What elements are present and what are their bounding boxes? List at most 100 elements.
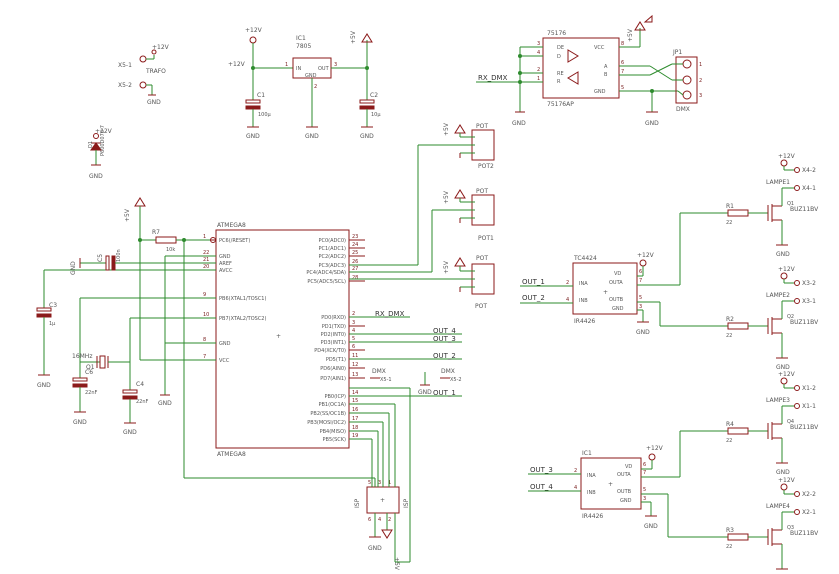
mcu-pin-label: GND [219, 254, 231, 260]
diode-part: P600D078-7 [100, 125, 106, 156]
c4-name: C4 [136, 381, 144, 388]
dmx-label-2: DMX [441, 368, 455, 375]
pot1-title: POT [476, 188, 488, 195]
supply-label: +5V [443, 260, 450, 274]
mcu-pin-label: VCC [219, 358, 230, 364]
supply-label: +5V [124, 208, 131, 222]
pin-label-vd: VD [625, 464, 632, 470]
gnd-label: GND [636, 329, 650, 336]
net-out2-driver: OUT_2 [522, 294, 545, 302]
r7-name: R7 [152, 229, 160, 236]
pin-number: 4 [537, 50, 540, 56]
mcu-left-pins: 1PC6(/RESET)22GND21AREF20AVCC9PB6(XTAL1/… [200, 234, 266, 364]
supply-label: +12V [778, 371, 796, 378]
dmx-label: DMX [372, 368, 386, 375]
pin-number: 2 [537, 67, 540, 73]
mcu-pin-label: PB4(MISO) [320, 429, 346, 435]
lamp-name: LAMPE4 [766, 503, 790, 510]
terminal-label: X3-1 [802, 298, 816, 305]
terminal-icon [794, 298, 800, 304]
supply-label: +12V [95, 128, 113, 135]
c5-value: 100n [116, 249, 122, 262]
net-out3: OUT_3 [433, 335, 456, 343]
c5-name: C5 [97, 254, 104, 262]
supply-terminal-icon [780, 483, 788, 491]
mosfet-part: BUZ11BV [790, 530, 819, 537]
pot2-label: POT2 [478, 163, 494, 170]
pin-number: 6 [621, 60, 624, 66]
mosfet-name: Q3 [787, 525, 794, 531]
pin-number: 4 [574, 485, 577, 491]
mcu-pin-number: 19 [352, 433, 358, 439]
supply-label: +12V [152, 44, 170, 51]
mcu-pin-number: 5 [352, 336, 355, 342]
mcu-pin-label: PD4(XCK/T0) [314, 348, 346, 354]
terminal-label: X1-2 [802, 385, 816, 392]
pin-number: 5 [643, 487, 646, 493]
mcu-pin-label: PC4(ADC4/SDA) [306, 270, 346, 276]
pin-number: 3 [643, 496, 646, 502]
pin-label-gnd: GND [594, 89, 606, 95]
pot1-label: POT1 [478, 235, 494, 242]
terminal-icon [139, 55, 147, 63]
supply-label: +5V [393, 557, 400, 571]
mcu-pin-label: AREF [219, 261, 232, 267]
pin-label-d: D [557, 54, 561, 60]
mcu-pin-number: 2 [352, 311, 355, 317]
gate-resistor [727, 322, 749, 330]
pin-label-vd: VD [614, 271, 621, 277]
regulator-out: OUT [318, 66, 330, 72]
terminal-icon [794, 385, 800, 391]
mcu-name-top: ATMEGA8 [217, 222, 246, 229]
c1-value: 100µ [258, 112, 272, 118]
mcu-pin-label: PC1(ADC1) [318, 246, 346, 252]
resistor-r7 [155, 236, 177, 244]
pin-number: 8 [621, 41, 624, 47]
mcu-origin-mark: + [276, 333, 281, 340]
pot-connector: POT POT +5V [349, 255, 495, 310]
pin-label-inb: INB [579, 298, 588, 304]
mosfet-part: BUZ11BV [790, 424, 819, 431]
mcu-atmega8: ATMEGA8 ATMEGA8 + 1PC6(/RESET)22GND21ARE… [200, 222, 365, 458]
pin-number: 1 [285, 62, 288, 68]
mcu-right-pins: 23PC0(ADC0)24PC1(ADC1)25PC2(ADC2)26PC3(A… [306, 234, 365, 443]
mcu-pin-number: 15 [352, 398, 358, 404]
terminal-icon [794, 167, 800, 173]
regulator-name: IC1 [296, 35, 306, 42]
gnd-label: GND [368, 545, 382, 552]
pin-number: 3 [639, 304, 642, 310]
reset-circuit: +5V R7 10k [124, 197, 375, 479]
mcu-pin-label: PC3(ADC3) [318, 263, 346, 269]
isp-label-2: ISP [403, 498, 410, 508]
mcu-pin-label: PC5(ADC5/SCL) [307, 279, 346, 285]
mcu-pin-label: PB5(SCK) [323, 437, 347, 443]
receiver-triangle-icon [567, 71, 579, 85]
supply-label: +5V [627, 28, 634, 42]
gnd-label: GND [776, 469, 790, 476]
mcu-pin-number: 16 [352, 407, 358, 413]
mcu-pin-number: 11 [352, 353, 358, 359]
terminal-icon [794, 491, 800, 497]
mcu-pin-label: PC6(/RESET) [219, 238, 250, 244]
mcu-pin-number: 14 [352, 390, 358, 396]
regulator-gnd: GND [305, 73, 317, 79]
supply-label: +12V [228, 61, 246, 68]
diode-name: D1 [88, 141, 94, 148]
supply-label: +5V [443, 122, 450, 136]
lamp-name: LAMPE2 [766, 292, 790, 299]
pin-label-a: A [604, 64, 608, 70]
pin-number: 3 [537, 41, 540, 47]
pin-label-de: DE [557, 45, 564, 51]
gnd-label: GND [70, 261, 77, 275]
supply-arrow-icon [151, 49, 157, 55]
gnd-label: GND [305, 133, 319, 140]
pin-number: 2 [388, 517, 391, 523]
net-rx-dmx-2: RX_DMX [478, 74, 508, 82]
mcu-pin-label: PB6(XTAL1/TOSC1) [219, 296, 266, 302]
c6-name: C6 [85, 369, 93, 376]
isp-header: ISP ISP + 5 3 1 6 4 2 GND +5V [349, 387, 411, 571]
supply-label: +12V [245, 27, 263, 34]
c4-value: 22nF [136, 399, 149, 405]
mcu-pin-label: PC0(ADC0) [318, 238, 346, 244]
